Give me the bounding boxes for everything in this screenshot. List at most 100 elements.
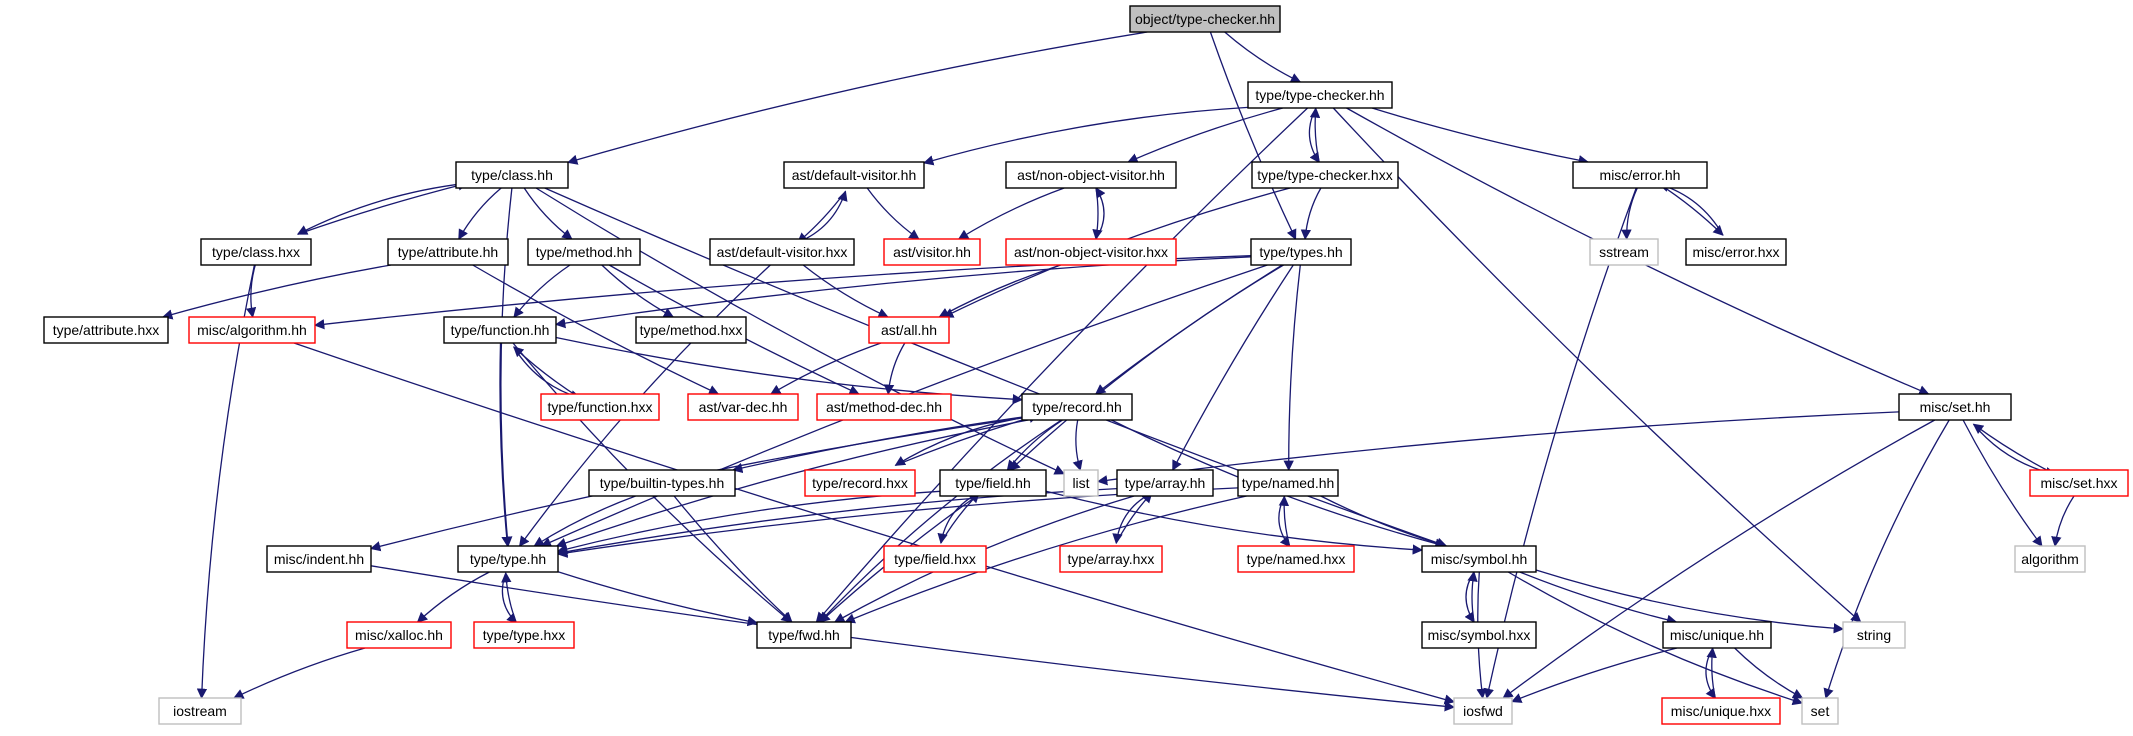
node-box [1685, 238, 1787, 266]
graph-node-type-method-hh[interactable]: type/method.hh [527, 238, 641, 266]
graph-node-type-named-hxx[interactable]: type/named.hxx [1237, 545, 1355, 573]
graph-node-type-type-hh[interactable]: type/type.hh [457, 545, 559, 573]
graph-node-misc-error-hxx[interactable]: misc/error.hxx [1685, 238, 1787, 266]
edge-n1-to-n4 [1127, 107, 1283, 164]
graph-node-misc-unique-hxx[interactable]: misc/unique.hxx [1661, 697, 1781, 725]
graph-node-type-field-hxx[interactable]: type/field.hxx [883, 545, 987, 573]
node-layer: object/type-checker.hh type/type-checker.… [43, 5, 2129, 725]
edge-n9-to-n18 [513, 264, 571, 318]
edge-n13-to-n30 [1172, 264, 1294, 471]
node-label: object/type-checker.hh [1135, 11, 1275, 27]
node-box [43, 316, 169, 344]
graph-node-misc-indent-hh[interactable]: misc/indent.hh [266, 545, 372, 573]
edge-line [1823, 419, 1950, 699]
graph-node-ast-default-visitor-hh[interactable]: ast/default-visitor.hh [783, 161, 925, 189]
edge-n33-to-n47 [370, 565, 1456, 712]
edge-n7-to-n17 [245, 264, 257, 319]
graph-node-misc-symbol-hh[interactable]: misc/symbol.hh [1421, 545, 1537, 573]
graph-node-ast-non-object-visitor-hxx[interactable]: ast/non-object-visitor.hxx [1005, 238, 1177, 266]
node-box [1572, 161, 1708, 189]
edge-line [501, 571, 518, 624]
node-label: misc/error.hxx [1692, 244, 1779, 260]
graph-node-type-class-hh[interactable]: type/class.hh [455, 161, 569, 189]
edge-line [296, 182, 468, 235]
edge-n24-to-n28 [1006, 419, 1063, 471]
graph-node-misc-xalloc-hh[interactable]: misc/xalloc.hh [346, 621, 452, 649]
graph-node-ast-var-dec-hh[interactable]: ast/var-dec.hh [687, 393, 799, 421]
edge-n18-to-n24 [555, 336, 1024, 405]
node-label: misc/symbol.hxx [1428, 627, 1531, 643]
graph-node-ast-all-hh[interactable]: ast/all.hh [868, 316, 950, 344]
edge-line [567, 31, 1148, 165]
graph-node-type-types-hh[interactable]: type/types.hh [1250, 238, 1352, 266]
graph-node-type-attribute-hxx[interactable]: type/attribute.hxx [43, 316, 169, 344]
graph-node-ast-visitor-hh[interactable]: ast/visitor.hh [883, 238, 981, 266]
node-label: type/type-checker.hh [1255, 87, 1384, 103]
graph-node-type-function-hxx[interactable]: type/function.hxx [540, 393, 660, 421]
node-box [1589, 238, 1659, 266]
graph-node-list: list [1063, 469, 1099, 497]
graph-node-misc-error-hh[interactable]: misc/error.hh [1572, 161, 1708, 189]
edge-line [556, 490, 941, 554]
edge-n13-to-n31 [1283, 264, 1301, 472]
graph-node-ast-non-object-visitor-hh[interactable]: ast/non-object-visitor.hh [1005, 161, 1177, 189]
node-box [1237, 545, 1355, 573]
edge-n34-to-n42 [557, 571, 759, 627]
graph-node-ast-default-visitor-hxx[interactable]: ast/default-visitor.hxx [709, 238, 855, 266]
node-box [457, 545, 559, 573]
node-label: type/function.hxx [547, 399, 652, 415]
node-label: type/field.hh [955, 475, 1031, 491]
graph-node-object-type-checker-hh[interactable]: object/type-checker.hh [1129, 5, 1281, 33]
node-label: type/field.hxx [894, 551, 976, 567]
edge-line [370, 565, 1456, 712]
node-label: ast/default-visitor.hxx [717, 244, 848, 260]
graph-node-type-field-hh[interactable]: type/field.hh [939, 469, 1047, 497]
graph-node-type-record-hh[interactable]: type/record.hh [1021, 393, 1133, 421]
edge-n15-to-n6 [1658, 181, 1724, 236]
edge-n2-to-n38 [544, 187, 1448, 548]
graph-node-type-named-hh[interactable]: type/named.hh [1237, 469, 1339, 497]
graph-node-misc-unique-hh[interactable]: misc/unique.hh [1662, 621, 1772, 649]
graph-node-type-class-hxx[interactable]: type/class.hxx [200, 238, 312, 266]
graph-node-misc-symbol-hxx[interactable]: misc/symbol.hxx [1421, 621, 1537, 649]
edge-line [533, 495, 636, 547]
graph-node-misc-algorithm-hh[interactable]: misc/algorithm.hh [188, 316, 316, 344]
graph-node-type-type-hxx[interactable]: type/type.hxx [473, 621, 575, 649]
graph-node-type-array-hxx[interactable]: type/array.hxx [1059, 545, 1163, 573]
edge-n8-to-n16 [161, 264, 392, 320]
edge-n5-to-n13 [1300, 187, 1322, 241]
node-label: type/type.hh [470, 551, 546, 567]
node-label: iostream [173, 703, 227, 719]
graph-node-misc-set-hxx[interactable]: misc/set.hxx [2029, 469, 2129, 497]
graph-node-type-attribute-hh[interactable]: type/attribute.hh [387, 238, 509, 266]
graph-node-ast-method-dec-hh[interactable]: ast/method-dec.hh [816, 393, 952, 421]
graph-node-type-function-hh[interactable]: type/function.hh [443, 316, 557, 344]
node-label: type/record.hxx [812, 475, 908, 491]
graph-node-type-fwd-hh[interactable]: type/fwd.hh [756, 621, 852, 649]
node-label: string [1857, 627, 1891, 643]
graph-node-type-array-hh[interactable]: type/array.hh [1116, 469, 1214, 497]
graph-node-misc-set-hh[interactable]: misc/set.hh [1898, 393, 2012, 421]
edge-line [556, 487, 1239, 558]
graph-node-type-type-checker-hxx[interactable]: type/type-checker.hxx [1251, 161, 1399, 189]
graph-node-algorithm: algorithm [2014, 545, 2086, 573]
node-box [188, 316, 316, 344]
node-label: type/array.hxx [1068, 551, 1155, 567]
edge-line [293, 342, 1456, 705]
edge-line [523, 187, 573, 240]
graph-node-type-type-checker-hh[interactable]: type/type-checker.hh [1247, 81, 1393, 109]
graph-node-type-method-hxx[interactable]: type/method.hxx [635, 316, 747, 344]
graph-node-type-builtin-types-hh[interactable]: type/builtin-types.hh [588, 469, 736, 497]
graph-node-type-record-hxx[interactable]: type/record.hxx [804, 469, 916, 497]
node-box [588, 469, 736, 497]
node-label: type/array.hh [1125, 475, 1206, 491]
edge-n18-to-n34 [499, 342, 512, 548]
node-label: type/named.hh [1242, 475, 1335, 491]
edge-n38-to-n49 [1507, 571, 1803, 706]
edge-n30-to-n36 [1112, 492, 1152, 545]
edge-n31-to-n34 [556, 487, 1239, 558]
edge-n3-to-n10 [797, 191, 847, 244]
node-box [709, 238, 855, 266]
edge-n4-to-n11 [957, 187, 1065, 240]
node-box [1021, 393, 1133, 421]
